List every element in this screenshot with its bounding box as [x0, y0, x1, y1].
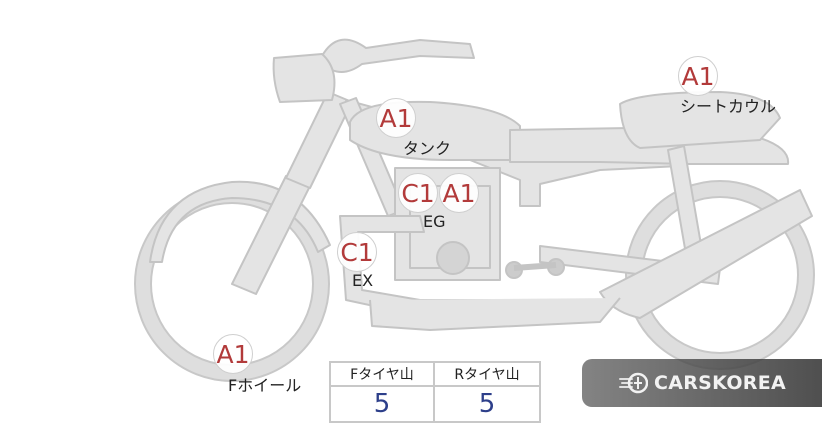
rear-tire-header: Rタイヤ山 — [435, 363, 539, 387]
damage-marker-exhaust[interactable]: C1 — [337, 232, 377, 272]
watermark-text: CARSKOREA — [654, 372, 786, 394]
rear-tire-value: 5 — [478, 389, 496, 419]
label-seat-cowl: シートカウル — [680, 97, 777, 116]
label-exhaust: EX — [352, 271, 374, 290]
carskorea-logo-icon — [619, 372, 648, 394]
front-tire-header: Fタイヤ山 — [331, 363, 435, 387]
tire-tread-table: Fタイヤ山 Rタイヤ山 5 5 — [329, 361, 541, 423]
label-front-wheel: Fホイール — [228, 376, 302, 395]
damage-marker-seat-cowl[interactable]: A1 — [678, 56, 718, 96]
damage-marker-engine-c[interactable]: C1 — [398, 173, 438, 213]
label-tank: タンク — [403, 139, 452, 158]
label-engine: EG — [423, 212, 446, 231]
damage-marker-engine-a[interactable]: A1 — [439, 173, 479, 213]
front-tire-value: 5 — [331, 387, 435, 421]
damage-marker-tank[interactable]: A1 — [376, 98, 416, 138]
carskorea-watermark: CARSKOREA — [582, 359, 822, 407]
damage-marker-front-wheel[interactable]: A1 — [213, 334, 253, 374]
